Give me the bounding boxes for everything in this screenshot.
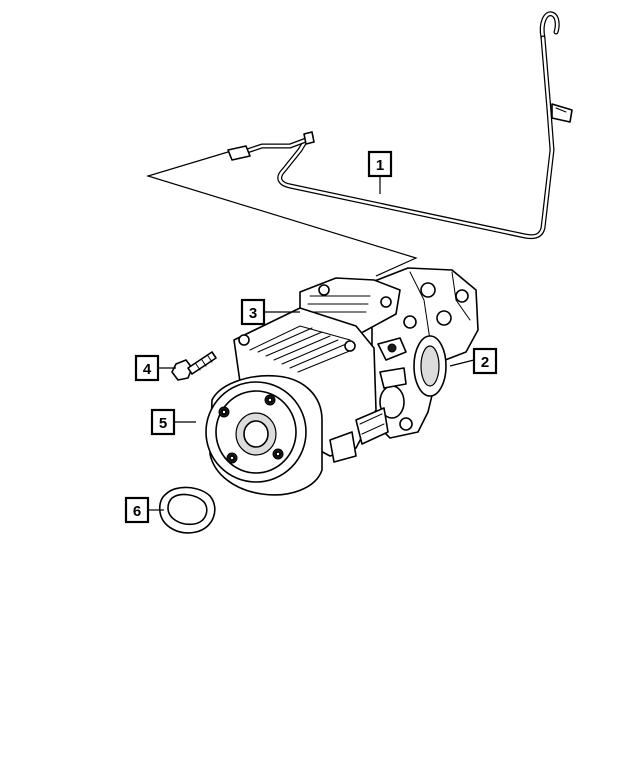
callout-2-label: 2 (481, 354, 489, 371)
seal-ring (158, 486, 216, 534)
callout-6-label: 6 (133, 503, 141, 520)
callout-3: 3 (240, 298, 266, 326)
callout-5-label: 5 (159, 415, 167, 432)
callout-3-label: 3 (249, 305, 257, 322)
hose-connection-line (145, 151, 418, 277)
callout-1-label: 1 (376, 157, 384, 174)
callout-6: 6 (124, 496, 150, 524)
leader-line-2 (449, 359, 475, 367)
callout-2: 2 (472, 347, 498, 375)
callout-4-label: 4 (143, 361, 152, 378)
bolt (171, 351, 217, 381)
vent-tube (227, 11, 573, 240)
callout-5: 5 (150, 408, 176, 436)
callout-1: 1 (367, 150, 393, 178)
callout-4: 4 (134, 354, 160, 382)
pinion-cover-flange (205, 374, 323, 496)
differential-housing (233, 267, 479, 463)
